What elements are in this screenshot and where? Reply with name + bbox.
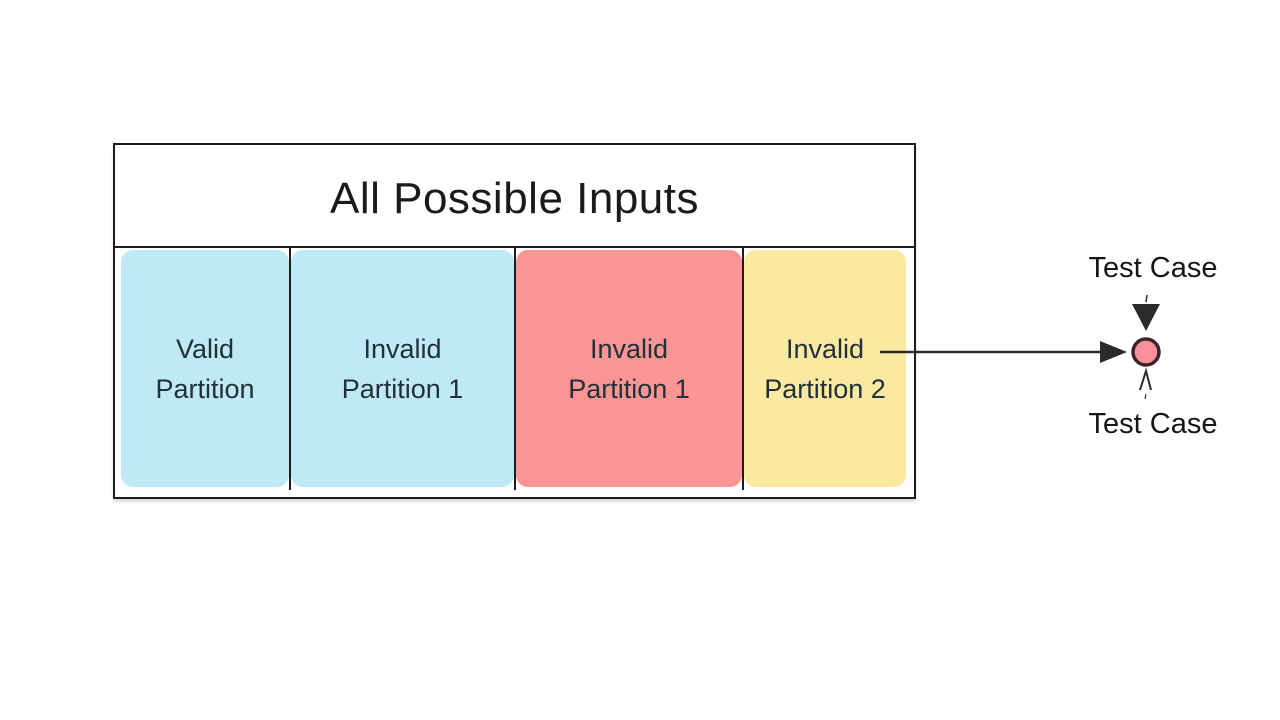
all-possible-inputs-box: All Possible Inputs Valid Partition Inva… (113, 143, 916, 499)
arrow-down-icon (1132, 294, 1160, 331)
arrow-right-icon (1100, 341, 1127, 363)
partition-label-line2: Partition 2 (764, 373, 886, 404)
partition-invalid-1-blue: Invalid Partition 1 (291, 250, 514, 487)
partition-label-line2: Partition 1 (341, 373, 464, 404)
partition-label-line1: Valid (175, 333, 235, 364)
arrow-up-icon (1139, 367, 1152, 400)
partition-label-line1: Invalid (589, 333, 669, 364)
arrow-down-head (1132, 304, 1160, 331)
partition-label-line2: Partition (155, 373, 255, 404)
test-case-dot (1131, 337, 1161, 367)
connector-arrow (880, 341, 1127, 363)
arrow-up-head (1139, 367, 1152, 391)
arrow-down-tail (1145, 294, 1148, 303)
partition-label: Invalid Partition 2 (764, 329, 886, 409)
partitions-section: Valid Partition Invalid Partition 1 Inva… (115, 248, 914, 497)
partition-invalid-2: Invalid Partition 2 (744, 250, 906, 487)
partition-divider (742, 248, 744, 490)
arrow-up-tail (1144, 393, 1147, 400)
partition-label: Invalid Partition 1 (568, 329, 690, 409)
partition-valid: Valid Partition (121, 250, 289, 487)
partition-invalid-1-red: Invalid Partition 1 (516, 250, 742, 487)
diagram-title: All Possible Inputs (329, 173, 700, 223)
partition-label-line1: Invalid (363, 333, 442, 364)
partition-label-line2: Partition 1 (568, 373, 690, 404)
partition-divider (289, 248, 291, 490)
title-section: All Possible Inputs (115, 145, 914, 248)
partition-label: Invalid Partition 1 (342, 329, 464, 409)
test-case-label-top: Test Case (1088, 252, 1218, 284)
partition-label-line1: Invalid (785, 333, 865, 364)
test-case-label-bottom: Test Case (1088, 408, 1218, 440)
partition-label: Valid Partition (155, 329, 254, 409)
partition-divider (514, 248, 516, 490)
